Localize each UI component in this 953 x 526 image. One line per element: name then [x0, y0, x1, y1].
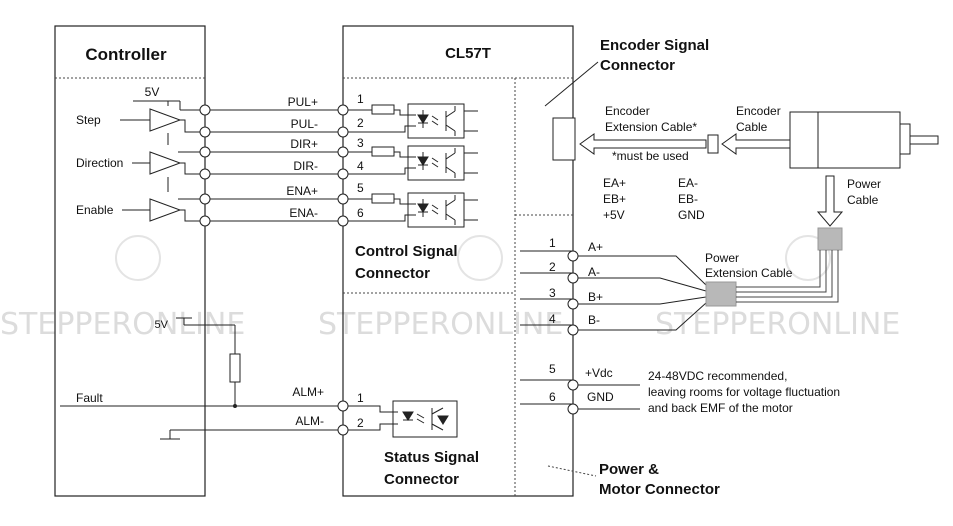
pin-number: 5	[549, 362, 556, 376]
encoder-extension-arrow	[579, 133, 707, 155]
power-cable-label: Power	[847, 177, 881, 191]
pin-number: 2	[357, 416, 364, 430]
pin-signal-label: DIR-	[293, 159, 318, 173]
power-cable-plug	[817, 227, 843, 251]
encoder-signal-label: EA+	[603, 176, 626, 190]
power-cable-label: Cable	[847, 193, 879, 207]
pin-number: 2	[357, 116, 364, 130]
encoder-extension-label: Extension Cable*	[605, 120, 697, 134]
driver-title: CL57T	[445, 45, 491, 62]
junction-dot	[233, 404, 237, 408]
motor-connector-title: Motor Connector	[599, 481, 720, 498]
motor-signal-label: B+	[588, 290, 603, 304]
pin-signal-label: DIR+	[290, 137, 318, 151]
power-extension-label: Extension Cable	[705, 266, 793, 280]
fault-label: Fault	[76, 391, 103, 405]
power-note: and back EMF of the motor	[648, 401, 793, 415]
pin-number: 4	[357, 159, 364, 173]
encoder-extension-label: Encoder	[605, 104, 650, 118]
pin-number: 4	[549, 312, 556, 326]
pin-number: 2	[549, 260, 556, 274]
power-note: leaving rooms for voltage fluctuation	[648, 385, 840, 399]
pin-number: 1	[549, 236, 556, 250]
controller-terminals	[199, 104, 211, 227]
encoder-signal-label: GND	[678, 208, 705, 222]
pin-signal-label: ALM-	[295, 414, 324, 428]
encoder-connector-title: Encoder Signal	[600, 37, 709, 54]
encoder-cable-label: Cable	[736, 120, 768, 134]
status-optocoupler-circuit	[348, 400, 458, 438]
watermark-logo	[457, 235, 503, 281]
encoder-leader-line	[544, 61, 599, 107]
watermark-text: STEPPERONLINE	[655, 307, 900, 342]
control-connector-label: Connector	[355, 265, 430, 282]
supply-5v-label: 5V	[145, 85, 160, 99]
status-connector-label: Status Signal	[384, 449, 479, 466]
power-signal-label: GND	[587, 390, 614, 404]
pin-signal-label: PUL-	[291, 117, 318, 131]
power-extension-connector	[705, 281, 737, 307]
direction-label: Direction	[76, 156, 123, 170]
controller-title: Controller	[85, 45, 167, 64]
pin-signal-label: ENA-	[289, 206, 318, 220]
encoder-cable-label: Encoder	[736, 104, 781, 118]
motor-phase-wires	[578, 255, 707, 331]
pin-number: 6	[549, 390, 556, 404]
step-buffer-symbol	[149, 108, 182, 132]
pin-number: 3	[549, 286, 556, 300]
pin-number: 5	[357, 181, 364, 195]
motor-signal-label: A+	[588, 240, 603, 254]
motor-signal-label: A-	[588, 265, 600, 279]
encoder-cable-joint	[707, 134, 719, 154]
control-cables	[210, 109, 338, 222]
motor-connector-leader	[547, 465, 597, 477]
encoder-signal-label: EB+	[603, 192, 626, 206]
encoder-cable-arrow	[721, 133, 791, 155]
controller-box	[54, 25, 206, 497]
direction-buffer-symbol	[149, 151, 182, 175]
step-label: Step	[76, 113, 101, 127]
pin-signal-label: ALM+	[292, 385, 324, 399]
must-be-used-note: *must be used	[612, 149, 689, 163]
encoder-connector-block	[552, 117, 576, 161]
encoder-signal-label: EB-	[678, 192, 698, 206]
watermark-logo	[785, 235, 831, 281]
motor-signal-label: B-	[588, 313, 600, 327]
motor-connector-title: Power &	[599, 461, 659, 478]
enable-label: Enable	[76, 203, 114, 217]
encoder-connector-title: Connector	[600, 57, 675, 74]
motor-power-terminals	[567, 250, 579, 415]
pin-number: 6	[357, 206, 364, 220]
power-cable-arrow	[816, 175, 844, 227]
encoder-signal-label: +5V	[603, 208, 625, 222]
power-extension-label: Power	[705, 251, 739, 265]
pin-number: 3	[357, 136, 364, 150]
watermark-logo	[115, 235, 161, 281]
pin-number: 1	[357, 92, 364, 106]
power-note: 24-48VDC recommended,	[648, 369, 787, 383]
pin-signal-label: ENA+	[286, 184, 318, 198]
pin-signal-label: PUL+	[288, 95, 318, 109]
enable-buffer-symbol	[149, 198, 182, 222]
power-signal-label: +Vdc	[585, 366, 613, 380]
control-optocoupler-circuits	[348, 103, 478, 228]
pin-number: 1	[357, 391, 364, 405]
pullup-5v-label: 5V	[155, 319, 169, 331]
encoder-signal-label: EA-	[678, 176, 698, 190]
status-connector-label: Connector	[384, 471, 459, 488]
control-connector-label: Control Signal	[355, 243, 458, 260]
driver-control-terminals	[337, 104, 349, 227]
fault-wiring	[60, 317, 338, 440]
stepper-motor	[789, 111, 939, 169]
power-extension-wires	[736, 250, 839, 303]
motor-pin-lines	[520, 250, 573, 405]
